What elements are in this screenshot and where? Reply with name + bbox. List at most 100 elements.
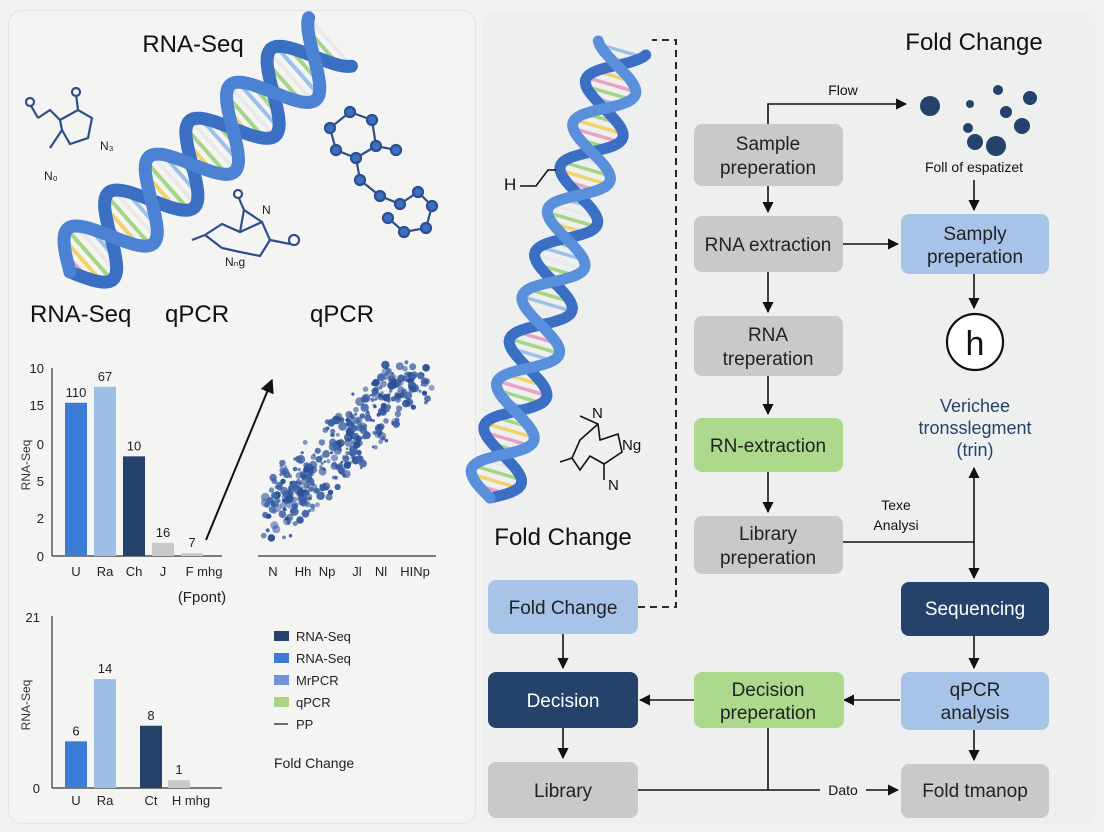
scatter-point [362, 386, 369, 393]
molecule-structure-ball-stick [323, 105, 439, 239]
bottom-chart-ylabel: RNA-Seq [19, 680, 33, 731]
scatter-xtick: N [268, 564, 277, 579]
scatter-point [318, 439, 326, 446]
scatter-point [310, 503, 316, 509]
dna-base-pair [267, 50, 315, 103]
scatter-point [342, 455, 350, 463]
scatter-point [297, 497, 301, 501]
scatter-point [411, 373, 417, 379]
top-chart-bar [94, 386, 116, 556]
molecule-structure-1 [24, 86, 94, 149]
scatter-point [394, 391, 402, 400]
scatter-point [282, 498, 287, 503]
scatter-point [309, 487, 314, 492]
molecule-structure-4 [559, 415, 623, 480]
top-chart-xtick: J [160, 564, 167, 579]
flow-label: Flow [828, 82, 858, 98]
legend-label: RNA-Seq [296, 651, 351, 666]
scatter-point [320, 461, 324, 465]
box-decision[interactable]: Decision [488, 672, 638, 728]
top-chart-data-label: 7 [188, 535, 195, 550]
box-library-preperation[interactable]: Library preperation [694, 516, 843, 574]
scatter-point [372, 419, 376, 423]
scatter-point [338, 417, 345, 423]
scatter-point [300, 500, 306, 506]
scatter-point [315, 456, 323, 463]
dna-base-pair [189, 118, 237, 173]
box-fold-change[interactable]: Fold Change [488, 580, 638, 634]
scatter-point [342, 470, 351, 478]
scatter-point [380, 402, 387, 410]
top-chart-bar [152, 542, 174, 556]
scatter-point [330, 432, 336, 437]
box-sequencing[interactable]: Sequencing [901, 582, 1049, 636]
scatter-point [348, 419, 352, 423]
box-qpcr-analysis[interactable]: qPCR analysis [901, 672, 1049, 730]
subtitle-rnaseq: RNA-Seq [30, 301, 131, 328]
scatter-point [350, 450, 357, 457]
scatter-point [302, 440, 308, 445]
scatter-point [284, 465, 288, 469]
scatter-point [422, 364, 430, 372]
dna-base-pair [559, 168, 609, 187]
dna-base-pair [572, 126, 621, 144]
box-rna-extraction[interactable]: RNA extraction [694, 216, 843, 272]
scatter-point [297, 467, 301, 472]
scatter-point [300, 486, 304, 490]
scatter-point [418, 389, 422, 393]
scatter-point [402, 376, 406, 380]
scatter-point [282, 535, 286, 540]
scatter-point [310, 454, 317, 460]
scatter-point [353, 416, 363, 425]
scatter-point [322, 450, 330, 458]
molecule-label-1a: N₃ [100, 139, 114, 153]
scatter-point [304, 501, 311, 508]
dna-base-pair [484, 421, 535, 440]
scatter-point [370, 397, 375, 402]
scatter-point [390, 381, 394, 385]
box-sample-preperation[interactable]: Sample preperation [694, 124, 843, 186]
dna-base-pair [274, 45, 321, 97]
scatter-point [376, 412, 381, 417]
scatter-point [287, 489, 294, 496]
scatter-point [405, 378, 409, 383]
molecule-label-4a: N [592, 405, 603, 422]
bottom-chart-ytick: 21 [26, 610, 40, 625]
bottom-chart-ytick: 0 [33, 781, 40, 796]
scatter-point [336, 447, 341, 451]
legend-swatch [274, 675, 289, 685]
scatter-point [376, 426, 381, 431]
scatter-point [353, 406, 359, 413]
molecule-label-2: Nₙg [225, 255, 245, 269]
scatter-point [303, 496, 308, 501]
molecule-structure-2 [191, 188, 301, 258]
scatter-point [357, 449, 362, 454]
box-rna-treperation[interactable]: RNA treperation [694, 316, 843, 376]
scatter-point [327, 489, 334, 495]
top-chart-xtick: Ra [97, 564, 114, 579]
top-chart-xtick: U [71, 564, 80, 579]
scatter-point [350, 414, 356, 420]
box-samply-preperation[interactable]: Samply preperation [901, 214, 1049, 274]
scatter-point [271, 499, 280, 508]
subtitle-qpcr-b: qPCR [310, 301, 374, 328]
box-decision-preperation[interactable]: Decision preperation [694, 672, 844, 728]
box-rn-extraction[interactable]: RN-extraction [694, 418, 843, 472]
dashed-connector [638, 39, 677, 608]
scatter-point [364, 414, 372, 422]
box-library[interactable]: Library [488, 762, 638, 818]
dato-label: Dato [828, 782, 858, 798]
box-fold-tmanop[interactable]: Fold tmanop [901, 764, 1049, 818]
scatter-point [284, 508, 287, 512]
scatter-point [316, 491, 325, 501]
scatter-point [399, 376, 403, 379]
scatter-point [334, 483, 341, 491]
scatter-point [352, 437, 361, 446]
dna-base-pair [562, 160, 611, 178]
scatter-point [331, 454, 338, 462]
scatter-point [265, 528, 270, 533]
top-chart-xlabel: (Fpont) [178, 589, 226, 606]
scatter-point [291, 485, 298, 492]
